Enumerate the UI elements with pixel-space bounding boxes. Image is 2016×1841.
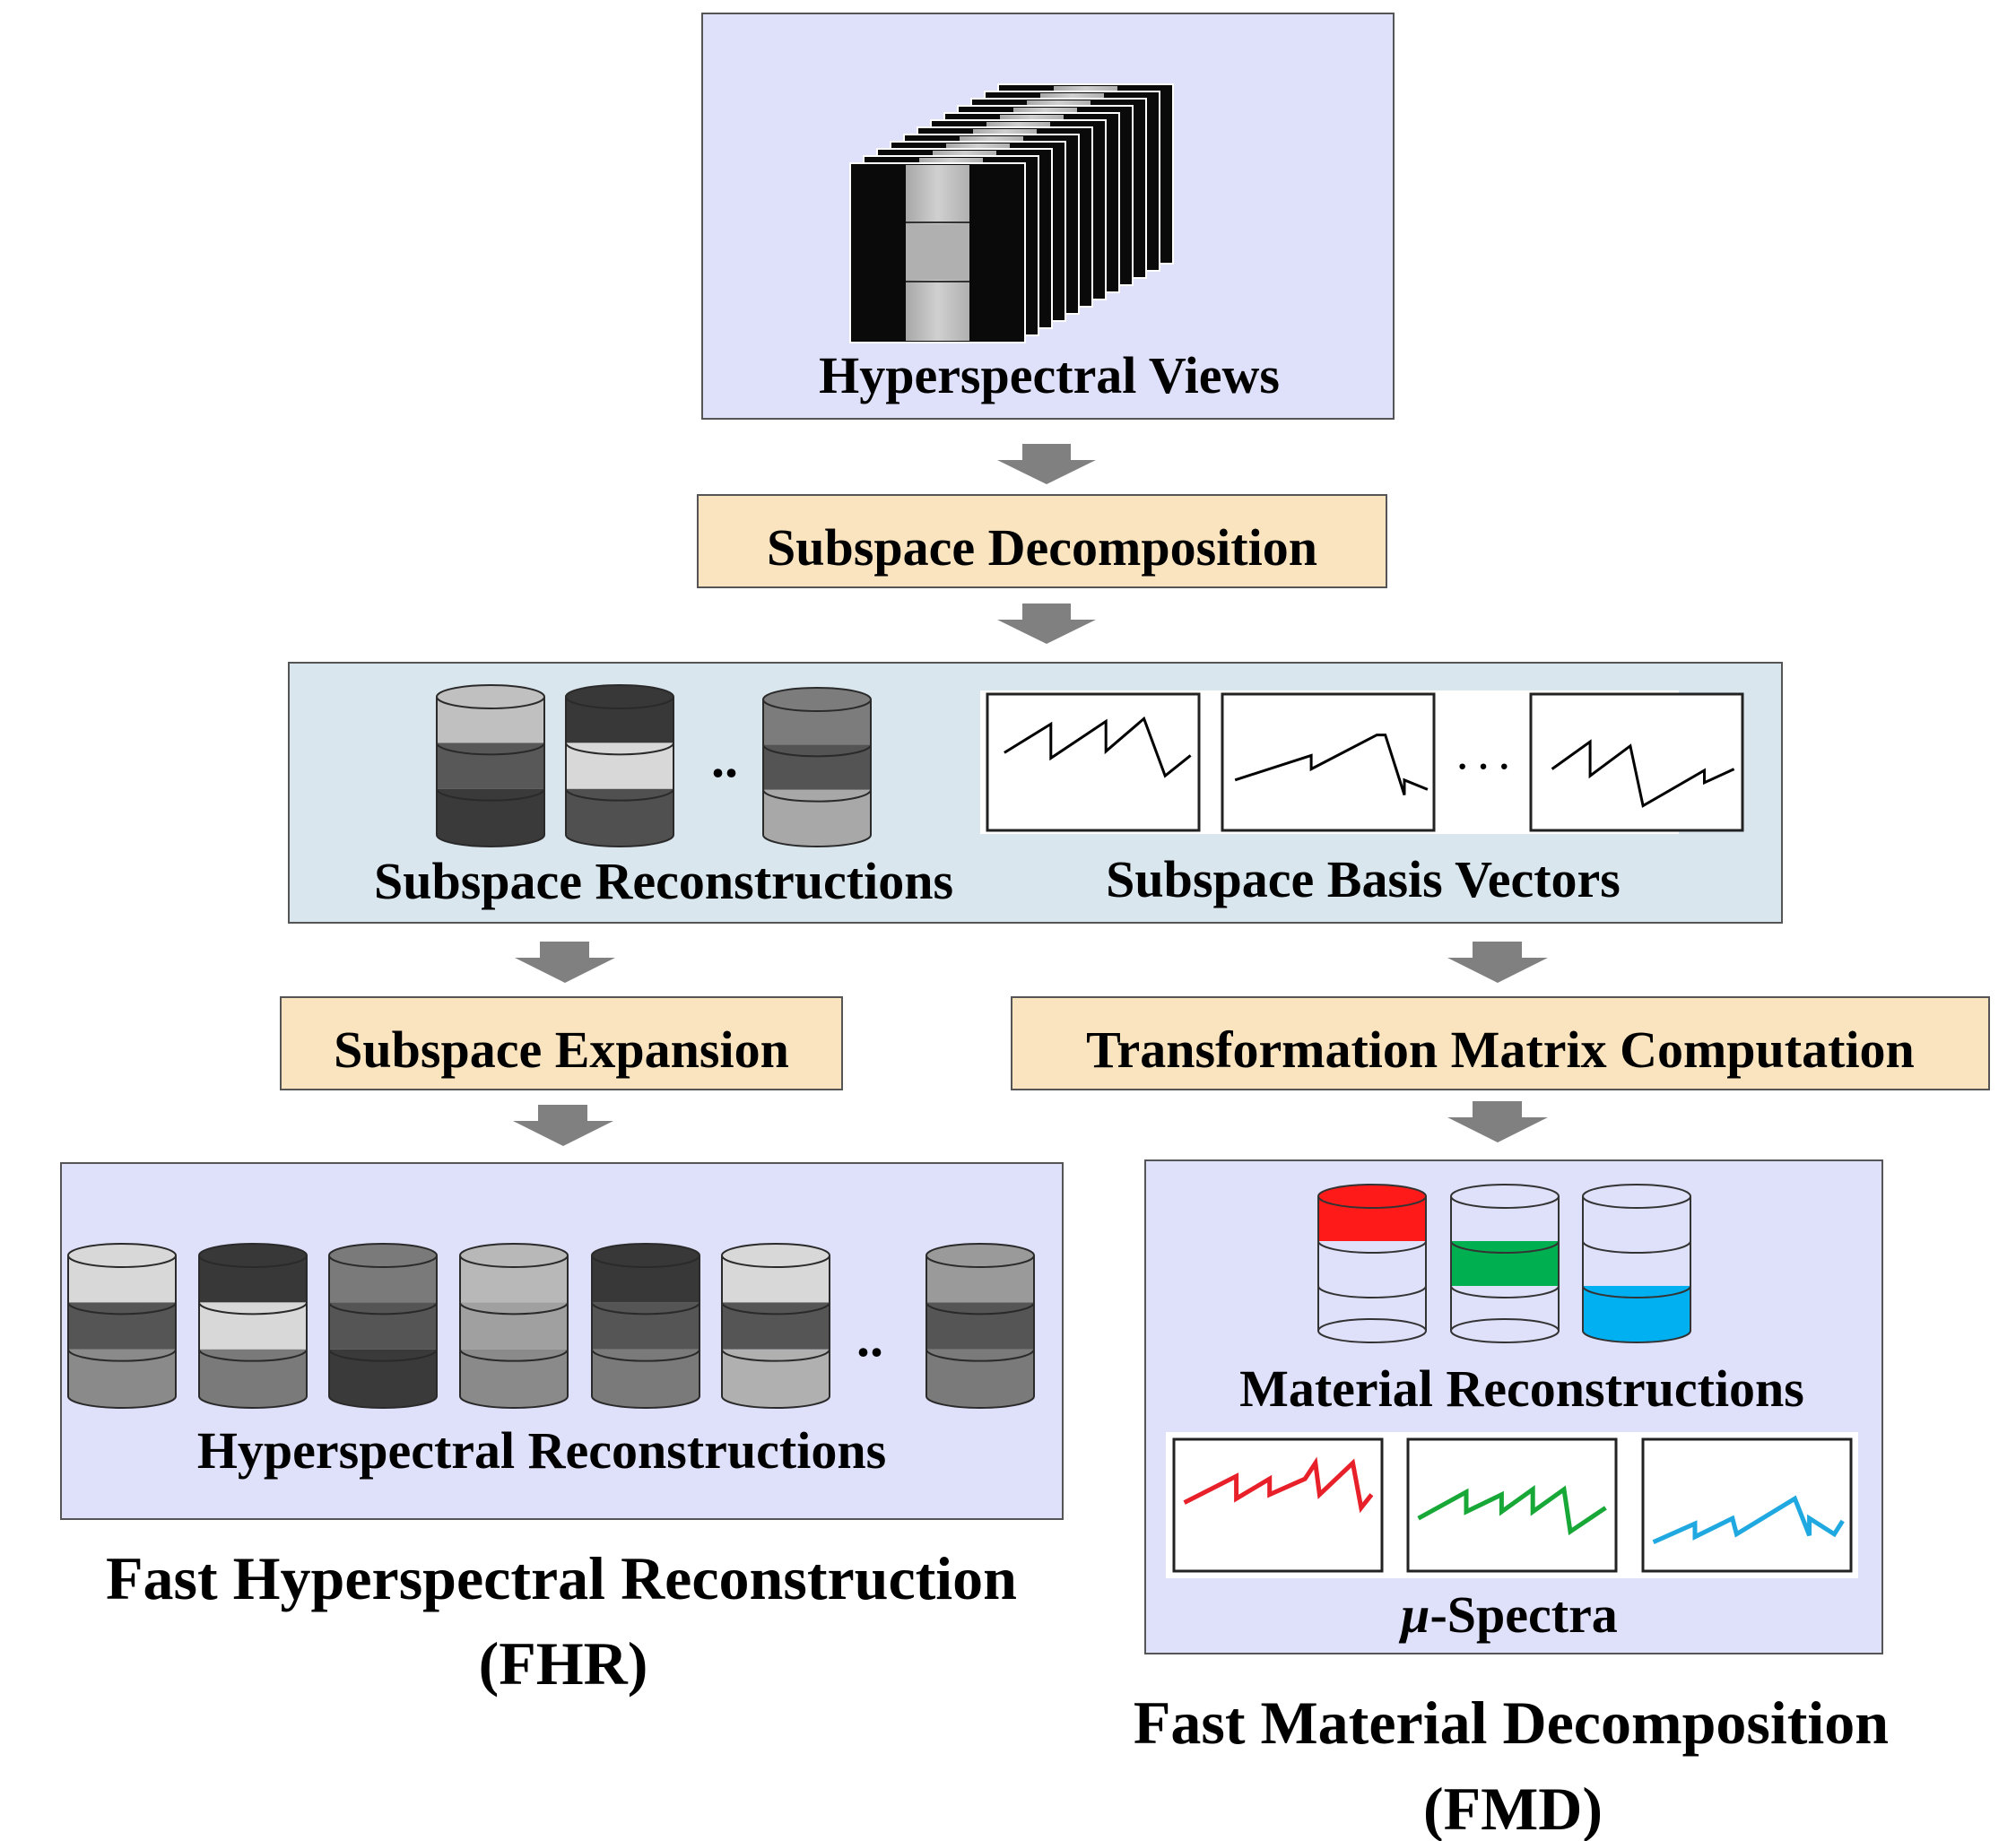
cylinder-icon	[328, 1243, 438, 1409]
fhr-title: Fast Hyperspectral Reconstruction	[106, 1544, 1017, 1612]
cylinder-icon	[565, 684, 674, 847]
hyperspectral-reconstruction-cylinders	[67, 1243, 1035, 1409]
cylinder-icon	[762, 687, 872, 847]
transformation-matrix-box	[1011, 996, 1990, 1090]
view-middle-band	[906, 224, 969, 280]
subspace-basis-vectors-label: Subspace Basis Vectors	[1106, 850, 1621, 908]
basis-vector-plots	[986, 692, 1744, 832]
cylinder-icon	[1317, 1184, 1427, 1343]
cylinder-icon	[925, 1243, 1035, 1409]
down-arrow-icon	[1447, 1101, 1548, 1142]
stacked-views-icon	[849, 83, 1174, 343]
down-arrow-icon	[997, 444, 1096, 484]
ellipsis: · · ·	[1456, 746, 1510, 786]
subspace-decomposition-box	[697, 494, 1387, 588]
spectrum-plot-icon	[1641, 1437, 1853, 1573]
down-arrow-icon	[997, 604, 1096, 644]
subspace-expansion-label: Subspace Expansion	[334, 1020, 789, 1079]
ellipsis: ..	[856, 1308, 883, 1368]
hyperspectral-views-label: Hyperspectral Views	[819, 346, 1280, 404]
mu-symbol: μ	[1398, 1585, 1429, 1644]
down-arrow-icon	[513, 1105, 613, 1146]
material-reconstructions-label: Material Reconstructions	[1239, 1359, 1804, 1418]
transformation-matrix-label: Transformation Matrix Computation	[1086, 1020, 1915, 1079]
spectrum-plot-icon	[1529, 692, 1744, 832]
spectrum-plot-icon	[1172, 1437, 1384, 1573]
subspace-reconstruction-cylinders	[436, 684, 872, 847]
mu-spectra-plots	[1172, 1437, 1853, 1573]
cylinder-icon	[436, 684, 545, 847]
cylinder-icon	[1582, 1184, 1691, 1343]
spectrum-plot-icon	[1406, 1437, 1618, 1573]
subspace-decomposition-label: Subspace Decomposition	[767, 518, 1317, 577]
mu-spectra-suffix: -Spectra	[1429, 1585, 1617, 1644]
fmd-abbrev: (FMD)	[1423, 1775, 1603, 1841]
cylinder-icon	[1450, 1184, 1560, 1343]
cylinder-icon	[591, 1243, 700, 1409]
cylinder-icon	[198, 1243, 308, 1409]
material-reconstruction-cylinders	[1317, 1184, 1691, 1343]
spectrum-plot-icon	[986, 692, 1201, 832]
mu-spectra-label: μ-Spectra	[1398, 1585, 1618, 1644]
cylinder-icon	[721, 1243, 830, 1409]
subspace-reconstructions-label: Subspace Reconstructions	[374, 852, 953, 910]
spectrum-plot-icon	[1221, 692, 1436, 832]
subspace-expansion-box	[280, 996, 843, 1090]
fmd-title: Fast Material Decomposition	[1134, 1689, 1889, 1757]
cylinder-icon	[459, 1243, 569, 1409]
fhr-abbrev: (FHR)	[479, 1629, 648, 1698]
down-arrow-icon	[1447, 942, 1548, 983]
down-arrow-icon	[515, 942, 615, 983]
ellipsis: ..	[711, 729, 738, 788]
hyperspectral-reconstructions-label: Hyperspectral Reconstructions	[197, 1421, 886, 1480]
cylinder-icon	[67, 1243, 177, 1409]
